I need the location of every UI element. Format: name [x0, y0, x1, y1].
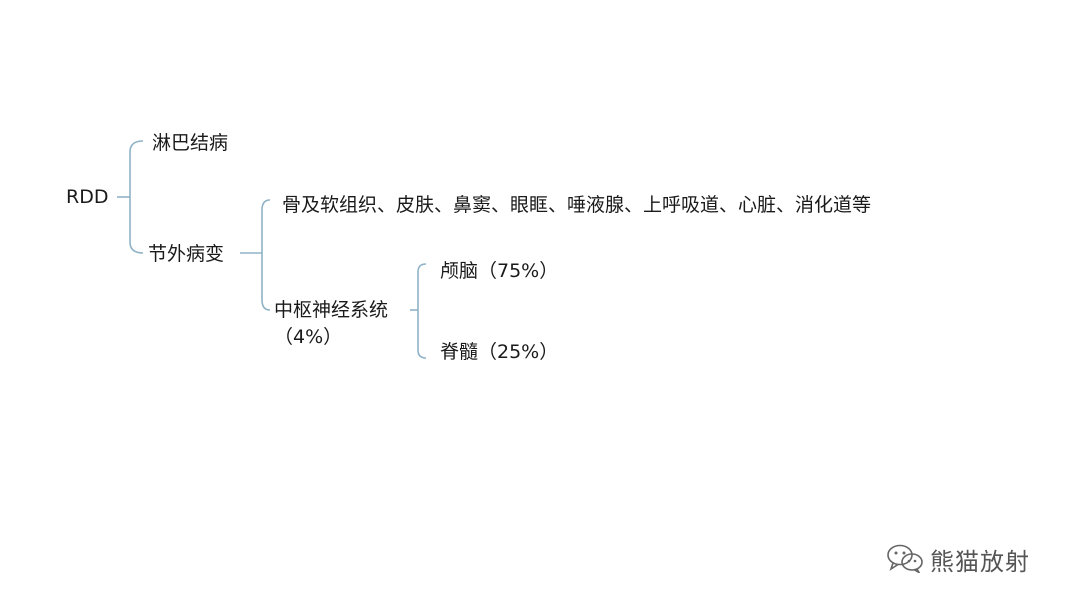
cns-title: 中枢神经系统: [274, 299, 389, 321]
watermark-text: 熊猫放射: [930, 548, 1030, 576]
watermark: 熊猫放射: [886, 542, 1030, 577]
cns-spine: 脊髓（25%）: [440, 341, 559, 363]
root-node: RDD: [66, 186, 109, 208]
wechat-icon: [886, 543, 924, 577]
branch-lymph-node: 淋巴结病: [152, 132, 229, 154]
cns-brain: 颅脑（75%）: [440, 260, 559, 282]
cns-percentage: （4%）: [274, 326, 343, 348]
extranodal-sites: 骨及软组织、皮肤、鼻窦、眼眶、唾液腺、上呼吸道、心脏、消化道等: [282, 194, 872, 216]
branch-extranodal: 节外病变: [148, 243, 225, 265]
